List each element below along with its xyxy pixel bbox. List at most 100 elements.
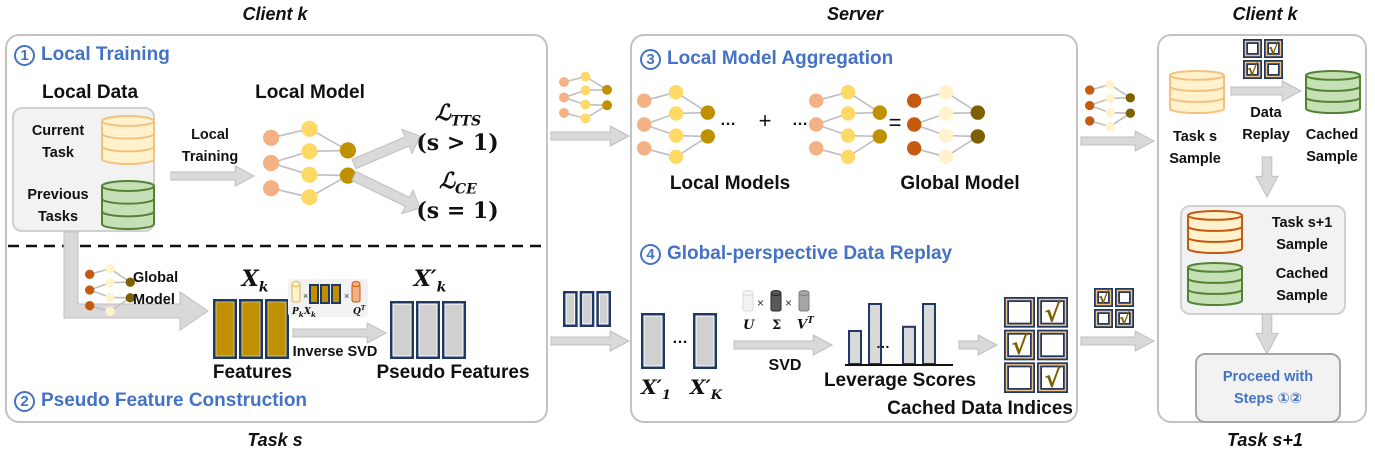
index-cell	[1269, 65, 1278, 74]
arrow-shape	[351, 170, 421, 215]
arrow-shape	[1255, 313, 1279, 356]
network-hidden-node	[668, 149, 684, 164]
index-cell	[1120, 293, 1129, 302]
arrow-shape	[1230, 80, 1303, 102]
network-hidden-node	[668, 128, 684, 143]
step1-title: 1 Local Training	[14, 44, 170, 66]
arrow-shape	[550, 330, 631, 352]
step2-title: 2 Pseudo Feature Construction	[14, 390, 307, 412]
global-model-elbow-arrow	[63, 231, 209, 331]
network-input-node	[1085, 116, 1095, 126]
database-side	[1187, 267, 1243, 306]
data-replay-arrow	[1230, 80, 1303, 102]
task-s-sample-label: Task s Sample	[1169, 129, 1221, 167]
database-top	[1187, 210, 1243, 221]
network-input-node	[907, 141, 922, 156]
network-hidden-node	[105, 292, 115, 302]
network-output-node	[125, 277, 135, 287]
matrix-column	[444, 303, 464, 357]
p-matrix-icon-top	[291, 281, 301, 287]
network-output-node	[700, 129, 715, 144]
network-hidden-node	[301, 166, 318, 183]
database-side	[101, 186, 155, 230]
ellipsis: …	[876, 335, 890, 351]
u-symbol: U	[743, 318, 755, 333]
proceed-label: Proceed with Steps ①②	[1222, 369, 1314, 407]
client-k-left-title: Client k	[242, 4, 308, 24]
tts-loss: ℒTTS	[434, 100, 482, 130]
v-matrix-icon-top	[798, 290, 810, 296]
network-input-node	[809, 141, 824, 156]
check-mark-icon: √	[1044, 298, 1061, 327]
database-ring	[1187, 226, 1243, 232]
tts-loss-arrow	[351, 128, 421, 170]
ellipsis: …	[792, 112, 808, 129]
index-cell-border	[1244, 40, 1261, 57]
cached-indices-arrow	[958, 334, 999, 356]
local-model-network-icon	[637, 85, 715, 164]
download-model-arrow	[1080, 130, 1156, 152]
local-model-network-icon	[809, 85, 887, 164]
step2-number: 2	[14, 390, 35, 412]
arrow-shape	[1255, 156, 1279, 199]
leverage-scores-chart: …	[845, 303, 953, 366]
arrow-shape	[1080, 130, 1156, 152]
network-input-node	[559, 77, 569, 88]
index-cell-border	[1005, 331, 1034, 359]
database-top	[101, 115, 155, 127]
network-input-node	[809, 117, 824, 132]
network-hidden-node	[1105, 107, 1115, 118]
previous-tasks-database-icon	[101, 180, 155, 230]
local-data-heading: Local Data	[41, 82, 139, 103]
database-ring	[101, 133, 155, 140]
cached-sample-database-icon	[1187, 262, 1243, 306]
index-cell	[1248, 65, 1257, 74]
step3-title-text: Local Model Aggregation	[667, 48, 894, 69]
pseudo-features-label: Pseudo Features	[376, 362, 530, 383]
check-mark-icon: √	[1098, 288, 1109, 307]
network-input-node	[809, 93, 824, 108]
index-cell-border	[1038, 364, 1067, 392]
network-hidden-node	[938, 85, 954, 100]
local-model-network-icon	[263, 120, 356, 206]
database-ring	[101, 145, 155, 153]
index-cell-border	[1095, 289, 1112, 306]
network-hidden-node	[580, 85, 591, 96]
index-cell	[1099, 314, 1108, 323]
network-input-node	[907, 117, 922, 132]
ce-loss-arrow	[351, 170, 421, 215]
database-ring	[101, 210, 155, 218]
x-matrix-column	[333, 286, 339, 302]
network-input-node	[1085, 100, 1095, 111]
database-side	[1305, 75, 1361, 114]
index-cell-border	[1038, 298, 1067, 326]
task-s-plus-1-sample-label: Task s+1 Sample	[1271, 215, 1333, 253]
x-matrix-column	[322, 286, 328, 302]
index-cell	[1009, 334, 1030, 356]
database-ring	[1305, 86, 1361, 92]
network-hidden-node	[938, 128, 954, 143]
network-input-node	[559, 92, 569, 103]
database-ring	[1187, 289, 1243, 295]
index-cell	[1009, 302, 1030, 323]
network-hidden-node	[840, 106, 856, 121]
check-mark-icon: √	[1011, 331, 1028, 360]
times-symbol: ×	[303, 291, 308, 301]
network-input-node	[637, 93, 652, 108]
step4-number: 4	[640, 243, 661, 265]
previous-tasks-label: Previous Tasks	[27, 187, 89, 225]
database-ring	[1305, 97, 1361, 103]
database-top	[101, 180, 155, 192]
pseudo-features-matrix-icon	[390, 301, 466, 359]
index-cell-border	[1265, 61, 1282, 78]
step1-number: 1	[14, 44, 35, 66]
network-input-node	[637, 117, 652, 132]
index-cell	[1248, 44, 1257, 53]
q-matrix-icon-top	[351, 281, 361, 287]
downloaded-global-model-icon	[1085, 79, 1135, 132]
network-hidden-node	[301, 120, 318, 137]
matrix-column	[267, 301, 287, 357]
database-ring	[1169, 86, 1225, 92]
network-hidden-node	[580, 71, 591, 82]
step4-title-text: Global-perspective Data Replay	[667, 243, 953, 264]
